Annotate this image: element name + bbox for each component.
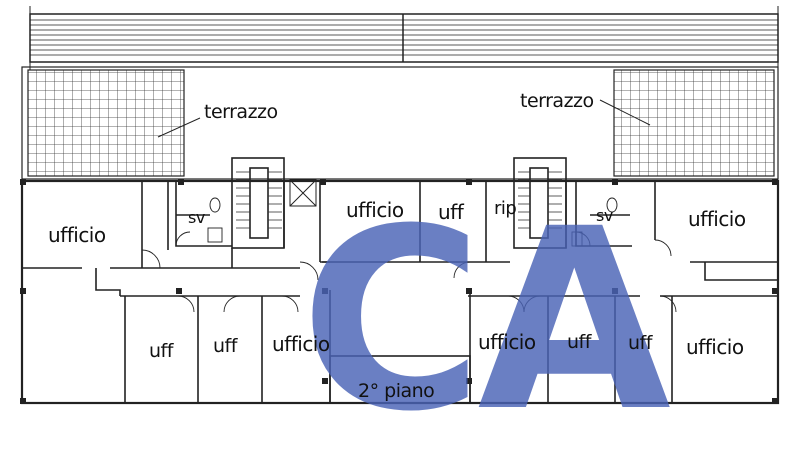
room-label: uff xyxy=(438,200,464,224)
room-label: uff xyxy=(628,332,652,354)
room-label: sv xyxy=(188,208,205,227)
room-label: ufficio xyxy=(686,335,744,359)
room-label: ufficio xyxy=(272,332,330,356)
elevator-shaft xyxy=(289,179,317,207)
stair-treads xyxy=(236,171,562,229)
watermark-logo: CA xyxy=(300,175,671,466)
room-label: uff xyxy=(149,340,173,362)
room-label: uff xyxy=(567,331,591,353)
roof-canopy xyxy=(29,6,779,70)
terrace-label-right: terrazzo xyxy=(520,90,594,112)
floor-level-label: 2° piano xyxy=(358,380,435,402)
terrace-label-left: terrazzo xyxy=(204,101,278,123)
room-label: ufficio xyxy=(346,198,404,222)
room-label: sv xyxy=(596,206,613,225)
terrace-right-tiles xyxy=(613,69,775,177)
sanitary-fixtures xyxy=(207,197,618,247)
terrace-left-tiles xyxy=(27,69,185,177)
room-label: rip xyxy=(494,198,517,219)
room-label: uff xyxy=(213,335,237,357)
room-label: ufficio xyxy=(688,207,746,231)
room-label: ufficio xyxy=(478,330,536,354)
room-label: ufficio xyxy=(48,223,106,247)
door-swings xyxy=(141,231,677,313)
floor-plan-drawing xyxy=(20,6,780,405)
structural-columns xyxy=(20,179,778,404)
